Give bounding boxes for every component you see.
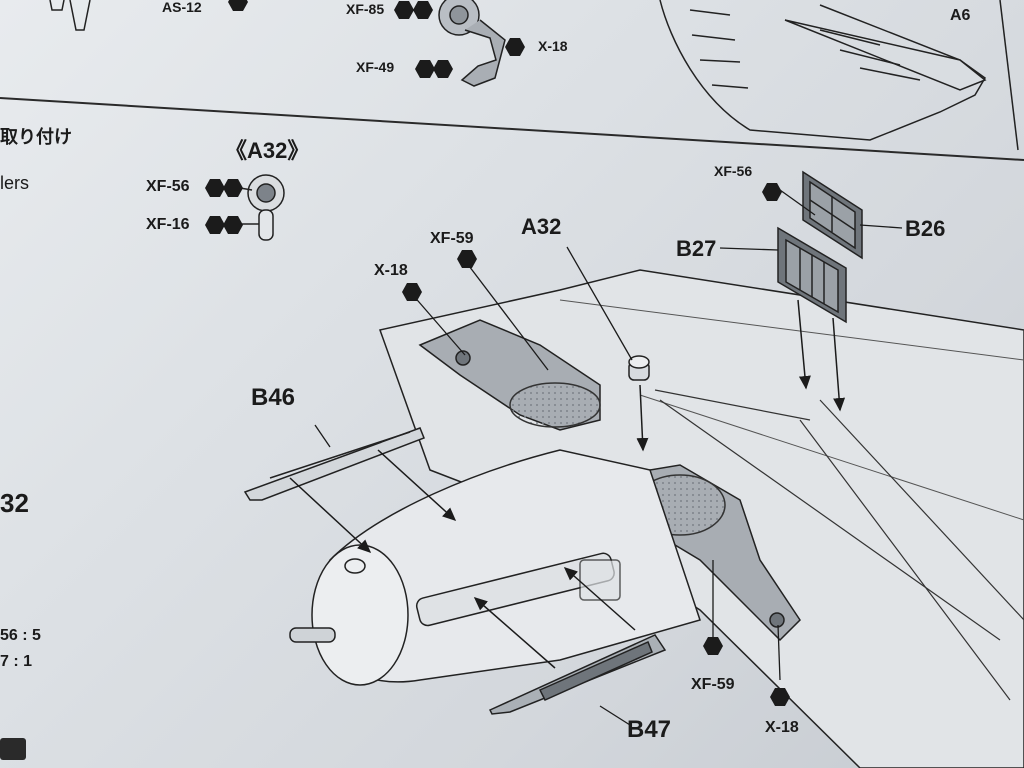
step-number: 32	[0, 488, 29, 518]
landing-gear-leg-shape	[69, 0, 91, 31]
paint-hexagon-icon	[762, 183, 782, 201]
label-xf49: XF-49	[356, 59, 395, 75]
arrow-icon	[797, 299, 811, 390]
wheel-assembly	[438, 0, 506, 87]
paint-hexagons	[205, 0, 790, 706]
ratio-line-2: 7 : 1	[0, 653, 33, 670]
arrow-icon	[636, 384, 649, 452]
ratio-line-1: 56 : 5	[0, 627, 41, 644]
assembly-arrows	[289, 299, 846, 669]
top-strip-partial-diagrams	[49, 0, 1019, 151]
arrow-icon	[289, 477, 372, 554]
fuselage-nose	[289, 449, 701, 686]
paint-hexagon-icon	[770, 688, 790, 706]
arrow-icon	[832, 317, 846, 412]
label-x18-top: X-18	[374, 262, 408, 279]
label-a6: A6	[950, 7, 971, 24]
paint-hexagon-icon	[415, 60, 435, 78]
a32-part	[628, 355, 650, 381]
section-header-jp: 取り付け	[0, 127, 72, 147]
label-x18-bottom: X-18	[765, 719, 799, 736]
leader-lines	[314, 189, 903, 726]
detail-callout-title: 《A32》	[225, 138, 310, 163]
label-b27: B27	[676, 236, 717, 261]
paint-hexagon-icon	[205, 216, 225, 234]
label-b26: B26	[905, 216, 946, 241]
paint-hexagon-icon	[223, 179, 243, 197]
label-xf56: XF-56	[714, 163, 753, 179]
step-divider	[0, 97, 1024, 161]
exhaust-panel-b47	[488, 634, 667, 715]
paint-hexagon-icon	[228, 0, 248, 11]
section-header-en: lers	[0, 173, 30, 193]
label-xf59-top: XF-59	[430, 230, 474, 247]
paint-hexagon-icon	[703, 637, 723, 655]
paint-hexagon-icon	[402, 283, 422, 301]
paint-hexagon-icon	[457, 250, 477, 268]
arrow-icon	[377, 449, 457, 522]
label-x18-top-strip: X-18	[538, 38, 568, 54]
wing-flap-a6	[659, 0, 1019, 151]
paint-hexagon-icon	[205, 179, 225, 197]
label-a32: A32	[521, 214, 562, 239]
paint-hexagon-icon	[394, 1, 414, 19]
paint-hexagon-icon	[505, 38, 525, 56]
page-corner-mark	[0, 738, 26, 760]
exhaust-panel-b46	[243, 427, 425, 501]
paint-hexagon-icon	[223, 216, 243, 234]
a32-detail-part	[233, 174, 285, 241]
label-as12: AS-12	[162, 0, 202, 15]
arrow-icon	[563, 567, 636, 631]
label-b46: B46	[251, 384, 296, 411]
label-xf59-bottom: XF-59	[691, 676, 735, 693]
paint-hexagon-icon	[433, 60, 453, 78]
paint-hexagon-icon	[413, 1, 433, 19]
label-xf85: XF-85	[346, 1, 385, 17]
label-xf56-detail: XF-56	[146, 178, 190, 195]
label-b47: B47	[627, 716, 672, 743]
gear-well-upper	[418, 319, 601, 431]
label-xf16-detail: XF-16	[146, 216, 190, 233]
intake-grille-b26	[802, 170, 863, 260]
intake-grille-b27	[777, 226, 847, 324]
arrow-icon	[473, 597, 556, 669]
